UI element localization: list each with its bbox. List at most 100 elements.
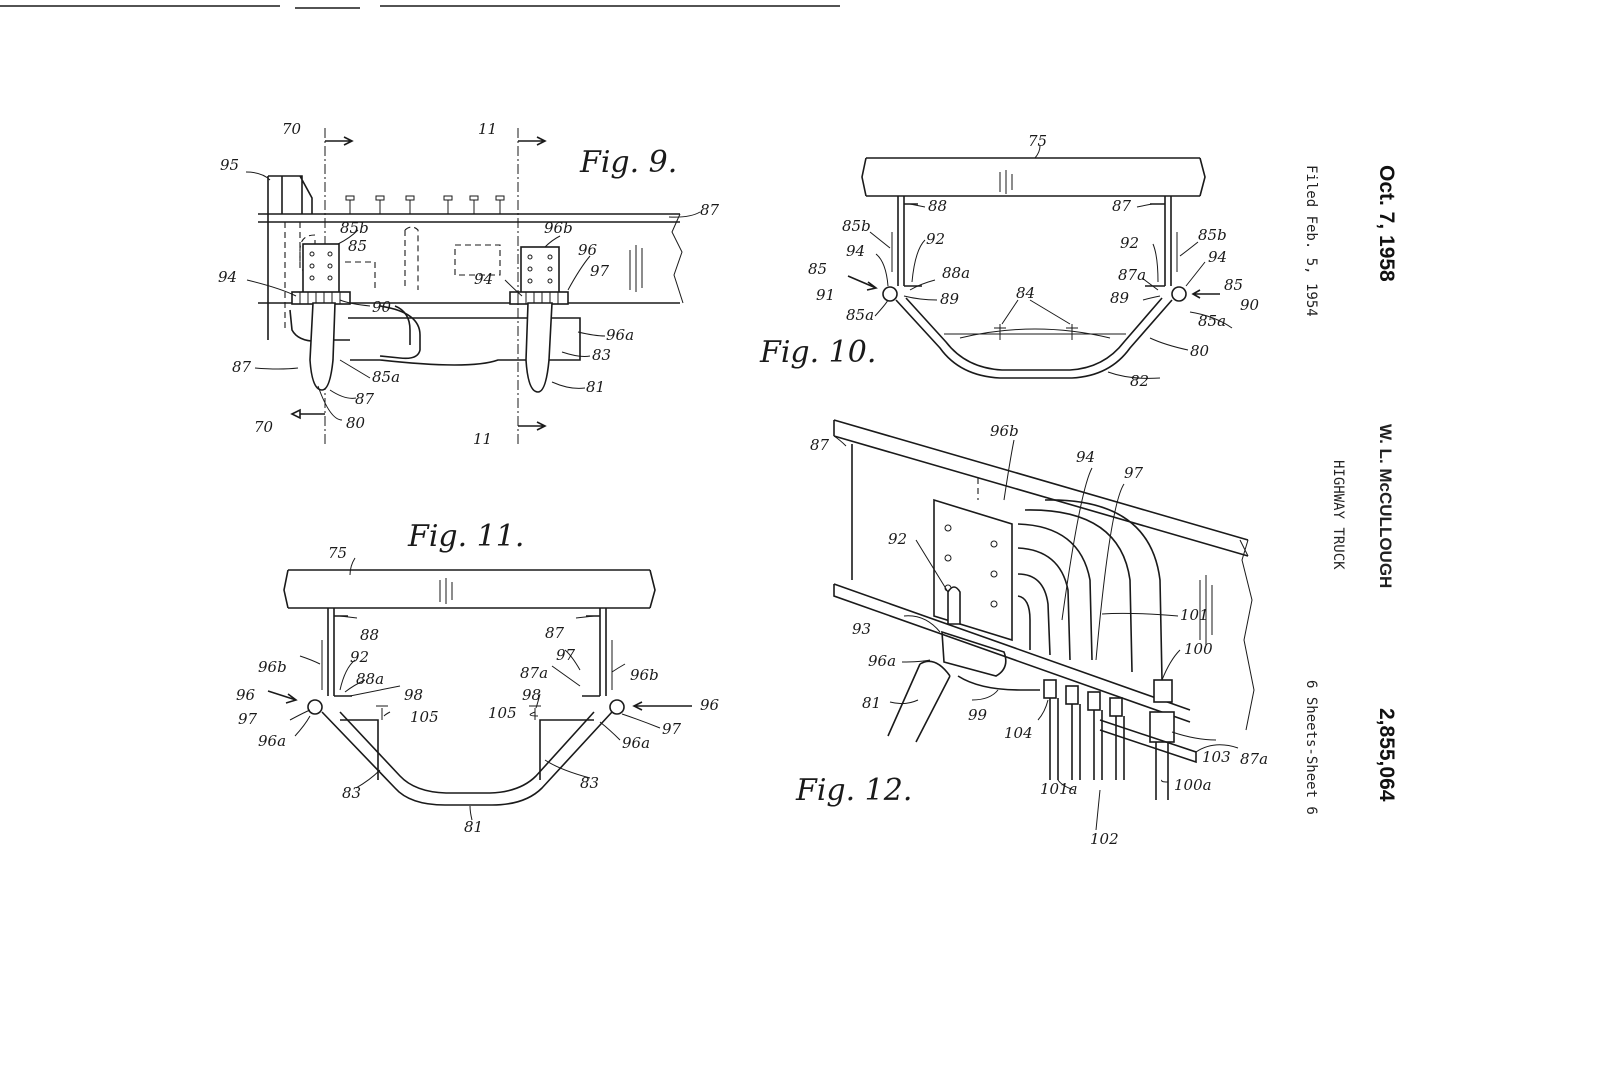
leg-83-right <box>525 302 553 393</box>
plate-96b <box>933 498 1013 642</box>
fig11-label-96b-left: 96b <box>258 658 287 676</box>
header-title-group: HIGHWAY TRUCK <box>1330 460 1346 570</box>
fig11-label-105-right: 105 <box>488 704 517 722</box>
fig12-label-94: 94 <box>1076 448 1095 466</box>
hidden-slot-right <box>404 226 419 290</box>
beam-75 <box>861 157 1206 197</box>
arrow-70-top <box>325 136 354 146</box>
pipe-100a <box>1155 742 1169 800</box>
fig10-label-85a-left: 85a <box>846 306 874 324</box>
fig9-label-70-bottom: 70 <box>254 418 274 436</box>
figure-10: Fig. 10. 75 88 87 85b 94 92 88a 85 91 85… <box>759 132 1260 390</box>
u-pipe-inner <box>394 305 411 345</box>
fig9-label-96: 96 <box>578 241 598 259</box>
fig11-label-81: 81 <box>464 818 483 836</box>
fig9-label-81: 81 <box>586 378 605 396</box>
bolt-row <box>345 195 505 214</box>
channel-walls <box>897 196 1172 286</box>
arrow-70-bottom <box>290 408 325 420</box>
bracket-103 <box>1099 719 1197 764</box>
fig10-label-90: 90 <box>1240 296 1260 314</box>
plate-85b <box>302 243 340 295</box>
fig9-label-85: 85 <box>348 237 367 255</box>
header-sheets-group: 6 Sheets-Sheet 6 <box>1303 680 1319 815</box>
hinge-right-knuckles <box>517 292 559 304</box>
scan-edge-line <box>0 5 840 9</box>
fig9-label-87-left: 87 <box>232 358 252 376</box>
fig11-label-96-right: 96 <box>700 696 720 714</box>
fig11-label-96b-right: 96b <box>630 666 659 684</box>
fig10-label-85b-right: 85b <box>1198 226 1227 244</box>
fig10-label-94-right: 94 <box>1208 248 1227 266</box>
fig11-label-97-right: 97 <box>662 720 682 738</box>
arrow-11-bottom <box>518 421 547 431</box>
fig9-label-83: 83 <box>592 346 611 364</box>
bolts-105 <box>376 705 541 720</box>
fig10-label-94-left: 94 <box>846 242 865 260</box>
fig9-label-90: 90 <box>372 298 392 316</box>
fig10-label-89-right: 89 <box>1110 289 1130 307</box>
fig9-leaders <box>245 171 701 421</box>
arm-99 <box>957 675 1040 691</box>
fig12-leaders <box>833 435 1239 831</box>
fig9-label-11-top: 11 <box>478 120 497 138</box>
fig11-label-75: 75 <box>328 544 347 562</box>
fig10-label-89-left: 89 <box>940 290 960 308</box>
bracket-96a <box>941 630 1007 677</box>
fig9-label-80: 80 <box>346 414 366 432</box>
fig12-label-87a: 87a <box>1240 750 1268 768</box>
fig9-label-97: 97 <box>590 262 610 280</box>
fig10-label-82: 82 <box>1130 372 1149 390</box>
fitting-100 <box>1153 679 1173 703</box>
plate-96b-holes <box>527 254 553 284</box>
beam-87-break <box>1239 539 1255 731</box>
beam-75-hatch <box>999 170 1013 194</box>
pipes-101 <box>1017 499 1163 681</box>
header-filed: Filed Feb. 5, 1954 <box>1303 165 1319 317</box>
fig12-label-96b: 96b <box>990 422 1019 440</box>
header-patent-number-group: 2,855,064 <box>1375 708 1398 802</box>
figure-11: Fig. 11. 75 88 87 96b 92 88a 96 98 97 96… <box>236 519 720 836</box>
header-title: HIGHWAY TRUCK <box>1330 460 1346 570</box>
cradle-outer-81 <box>321 711 613 806</box>
fig9-label-96a: 96a <box>606 326 634 344</box>
fig10-label-88a: 88a <box>942 264 970 282</box>
beam-75 <box>283 569 656 609</box>
fig12-label-87: 87 <box>810 436 830 454</box>
fig10-label-85a-right: 85a <box>1198 312 1226 330</box>
arrow-96-right <box>632 701 692 711</box>
arrow-85-left <box>847 275 878 291</box>
beam-75-hatch <box>439 578 453 604</box>
fig11-label-105-left: 105 <box>410 708 439 726</box>
header-filed-group: Filed Feb. 5, 1954 <box>1303 165 1319 317</box>
rail-hatching <box>629 245 643 292</box>
fig10-label-75: 75 <box>1028 132 1047 150</box>
fig12-label-100a: 100a <box>1174 776 1212 794</box>
tank-plate <box>944 328 1126 339</box>
arrow-11-top <box>518 136 547 146</box>
plate-96b <box>520 246 560 296</box>
coupling-103 <box>1149 711 1175 743</box>
header-date: Oct. 7, 1958 <box>1375 165 1398 282</box>
fig11-label-87a: 87a <box>520 664 548 682</box>
fig12-label-81: 81 <box>862 694 881 712</box>
fig11-label-88: 88 <box>360 626 379 644</box>
fig10-label-91: 91 <box>816 286 835 304</box>
tank-outer-80 <box>895 299 1173 379</box>
fig11-label-96a-left: 96a <box>258 732 286 750</box>
header-inventor-group: W. L. McCULLOUGH <box>1376 424 1395 588</box>
fig11-label-83-right: 83 <box>580 774 599 792</box>
fig10-label-80: 80 <box>1190 342 1210 360</box>
hinge-left-knuckles <box>299 292 341 304</box>
fig9-label-96b: 96b <box>544 219 573 237</box>
fig11-title: Fig. 11. <box>407 519 524 554</box>
fig11-label-96-left: 96 <box>236 686 256 704</box>
channel-walls <box>327 608 607 696</box>
fig11-label-83-left: 83 <box>342 784 361 802</box>
fig12-label-103: 103 <box>1202 748 1231 766</box>
fig10-label-87a: 87a <box>1118 266 1146 284</box>
lower-housing <box>348 317 581 366</box>
header-sheets: 6 Sheets-Sheet 6 <box>1303 680 1319 815</box>
fig11-leaders <box>289 557 661 821</box>
